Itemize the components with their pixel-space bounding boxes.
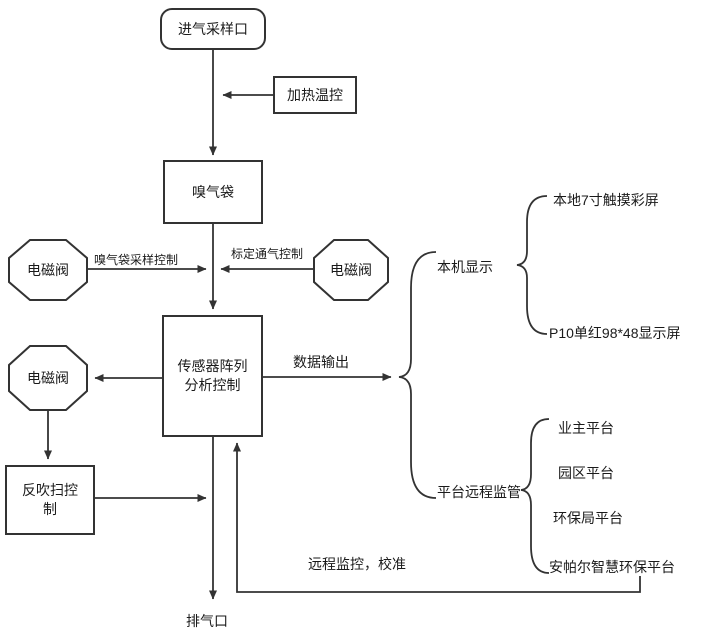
node-intake: 进气采样口 (160, 8, 266, 50)
node-sensor-array-label: 传感器阵列 分析控制 (177, 358, 248, 393)
node-back-purge-label: 反吹扫控 制 (22, 482, 78, 517)
branch-local-display: 本机显示 (437, 259, 493, 275)
solenoid-label: 电磁阀 (27, 370, 69, 386)
node-sensor-array: 传感器阵列 分析控制 (162, 315, 263, 437)
edge-label-calibration-vent: 标定通气控制 (231, 247, 304, 261)
platform-item: 环保局平台 (553, 510, 623, 526)
node-back-purge: 反吹扫控 制 (5, 465, 95, 535)
node-solenoid-top-right: 电磁阀 (313, 239, 389, 301)
octagon-shape (8, 239, 88, 301)
node-gas-bag: 嗅气袋 (163, 160, 263, 224)
local-display-item: 本地7寸触摸彩屏 (553, 192, 659, 208)
branch-platform-supervision: 平台远程监管 (437, 484, 521, 500)
node-solenoid-mid-left: 电磁阀 (8, 345, 88, 411)
edge-label-remote-monitor: 远程监控，校准 (308, 556, 406, 572)
platform-item: 园区平台 (558, 465, 614, 481)
node-intake-label: 进气采样口 (178, 20, 248, 37)
platform-item: 安帕尔智慧环保平台 (549, 559, 675, 575)
node-solenoid-top-left: 电磁阀 (8, 239, 88, 301)
node-gas-bag-label: 嗅气袋 (192, 183, 234, 200)
edge-remote-return (233, 442, 641, 593)
edge-label-bag-sampling: 嗅气袋采样控制 (94, 253, 179, 267)
platform-item: 业主平台 (558, 420, 614, 436)
octagon-shape (313, 239, 389, 301)
solenoid-label: 电磁阀 (330, 262, 372, 278)
solenoid-label: 电磁阀 (27, 262, 69, 278)
node-exhaust-label: 排气口 (186, 613, 228, 629)
brace-platform (520, 418, 550, 574)
brace-local-display (516, 195, 548, 335)
brace-output (398, 251, 437, 499)
node-heating-label: 加热温控 (287, 86, 343, 103)
edge-label-data-output: 数据输出 (293, 354, 349, 370)
node-heating: 加热温控 (273, 76, 357, 114)
octagon-shape (8, 345, 88, 411)
local-display-item: P10单红98*48显示屏 (549, 325, 681, 341)
